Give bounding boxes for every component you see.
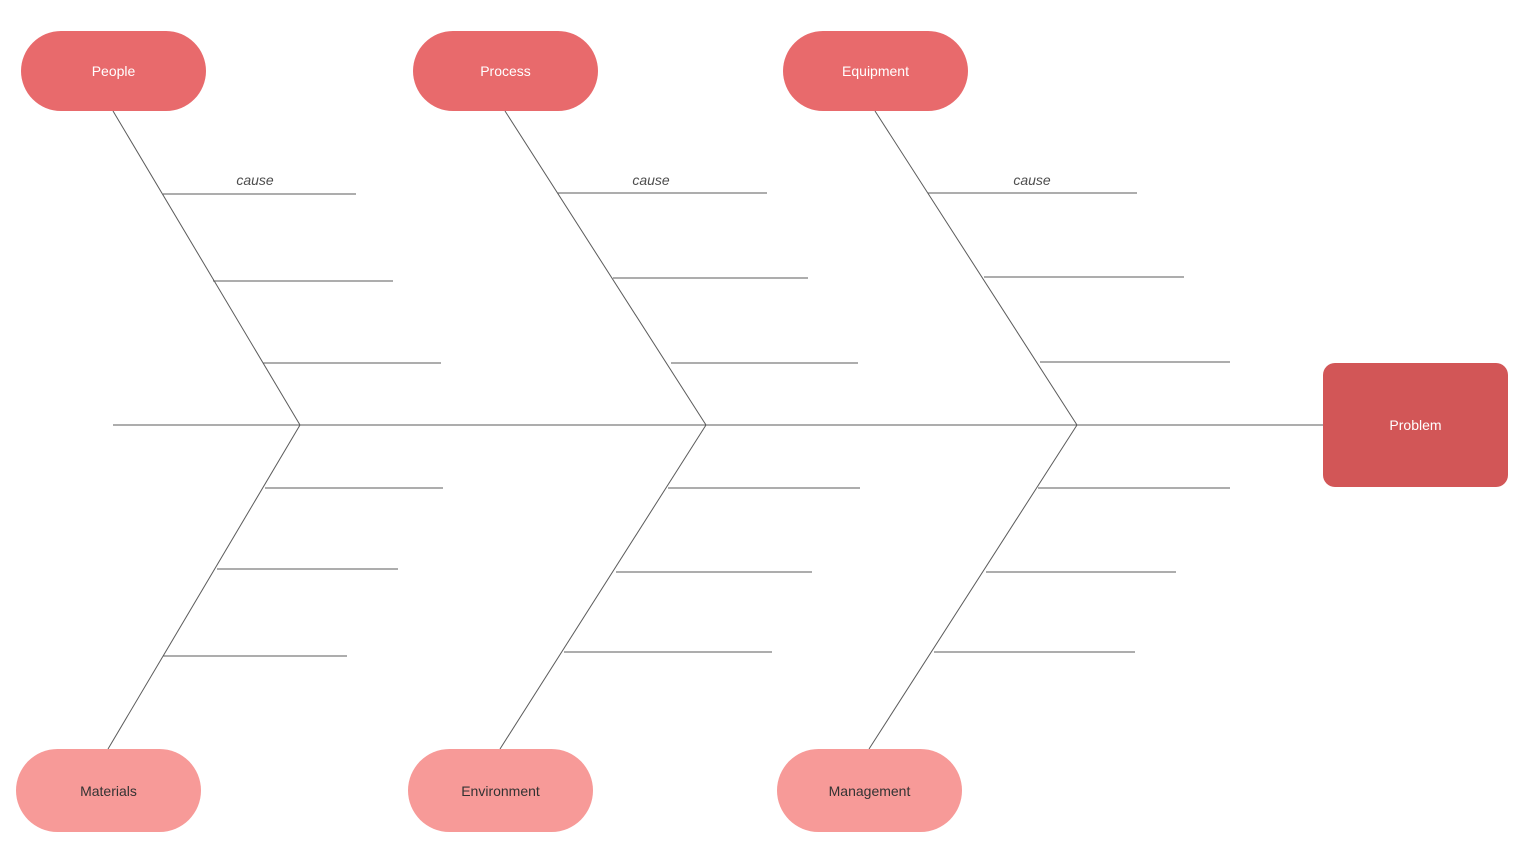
bone-line-environment	[499, 424, 707, 750]
bone-line-equipment	[874, 110, 1078, 426]
category-pill-equipment: Equipment	[783, 31, 968, 111]
problem-box: Problem	[1323, 363, 1508, 487]
category-label-management: Management	[828, 782, 911, 799]
category-pill-materials: Materials	[16, 749, 201, 832]
category-label-process: Process	[480, 63, 531, 79]
bone-line-management	[868, 424, 1078, 750]
category-label-materials: Materials	[80, 782, 137, 799]
category-pill-environment: Environment	[408, 749, 593, 832]
cause-label-equipment: cause	[1013, 172, 1051, 188]
bone-line-people	[112, 110, 301, 426]
cause-label-people: cause	[236, 172, 274, 188]
category-label-environment: Environment	[461, 782, 540, 799]
problem-label: Problem	[1389, 417, 1442, 433]
category-label-equipment: Equipment	[842, 63, 909, 79]
category-label-people: People	[91, 63, 136, 79]
category-pill-people: People	[21, 31, 206, 111]
cause-label-process: cause	[632, 172, 670, 188]
bone-line-materials	[107, 424, 301, 750]
category-pill-process: Process	[413, 31, 598, 111]
bone-line-process	[504, 110, 707, 426]
category-pill-management: Management	[777, 749, 962, 832]
